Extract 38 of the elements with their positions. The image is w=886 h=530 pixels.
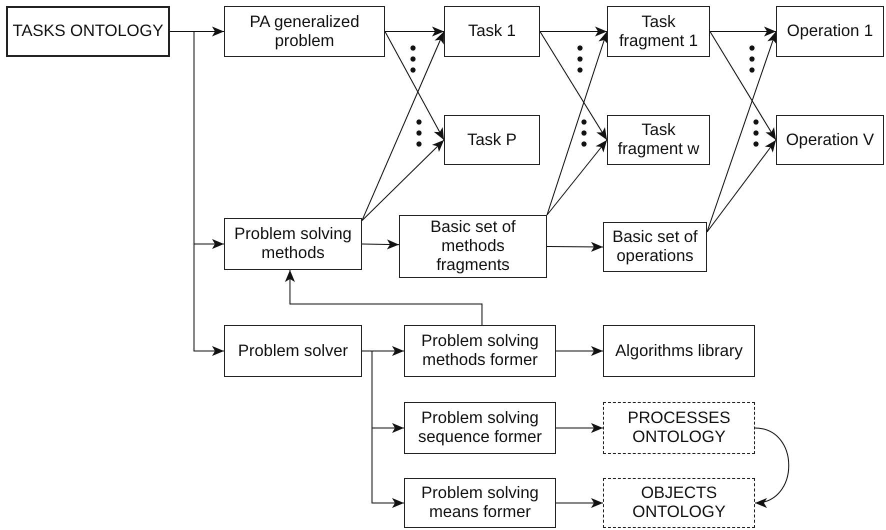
process-box: Problem solver — [224, 325, 362, 377]
arrow — [706, 31, 777, 232]
process-box: Problem solving means former — [404, 478, 556, 528]
arrow — [284, 270, 482, 326]
arrow — [362, 350, 404, 508]
arrow — [540, 31, 608, 140]
arrow — [540, 26, 608, 36]
arrow — [754, 428, 790, 506]
arrow — [556, 423, 604, 433]
process-box: Problem solving methods — [224, 218, 362, 270]
process-box: PA generalized problem — [224, 6, 385, 57]
process-box: Problem solving sequence former — [404, 402, 556, 454]
arrow — [384, 31, 444, 140]
ontology-box: TASKS ONTOLOGY — [6, 6, 170, 57]
arrow — [556, 498, 604, 508]
arrow — [706, 140, 776, 232]
arrow — [384, 26, 444, 36]
arrow — [546, 242, 604, 252]
process-box: Task fragment w — [607, 115, 710, 165]
process-box: Task P — [444, 115, 540, 165]
process-box: Task 1 — [444, 6, 540, 57]
arrow — [556, 346, 604, 356]
arrow — [362, 31, 444, 222]
arrow — [710, 26, 776, 36]
ontology-box: OBJECTS ONTOLOGY — [603, 478, 755, 528]
process-box: Task fragment 1 — [607, 6, 710, 57]
process-box: Operation 1 — [776, 6, 884, 57]
process-box: Basic set of methods fragments — [399, 215, 547, 278]
ontology-box: PROCESSES ONTOLOGY — [603, 402, 755, 454]
arrow — [362, 239, 400, 250]
arrow — [710, 31, 776, 140]
arrow — [362, 140, 444, 222]
process-box: Algorithms library — [603, 325, 755, 377]
process-box: Problem solving methods former — [404, 325, 556, 377]
arrow — [546, 31, 608, 216]
arrow — [546, 140, 608, 216]
process-box: Operation V — [776, 115, 884, 165]
process-box: Basic set of operations — [603, 222, 707, 272]
